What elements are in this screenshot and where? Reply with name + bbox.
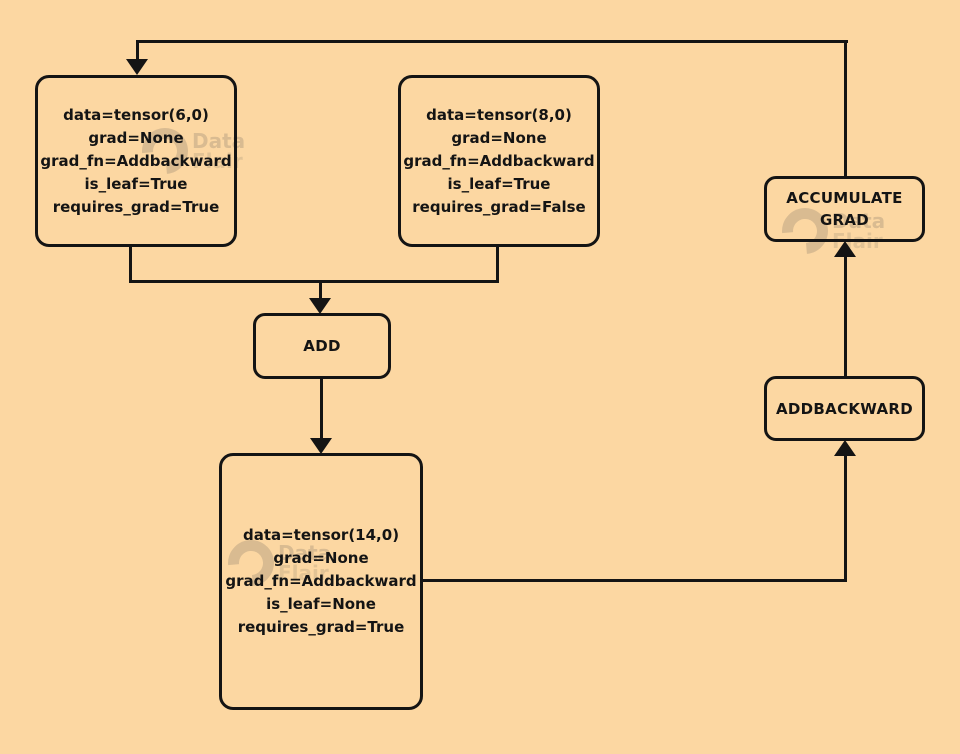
result-requires-grad: requires_grad=True [237, 618, 405, 636]
tensor-a-grad: grad=None [88, 128, 184, 147]
edge-result-to-addbackward-vertical [844, 454, 847, 582]
edge-loop-to-tensor-a-vertical [136, 40, 139, 62]
tensor-b-grad-fn: grad_fn=Addbackward [403, 151, 595, 170]
edge-result-right-horizontal [422, 579, 847, 582]
node-result-tensor: data=tensor(14,0) grad=None grad_fn=Addb… [219, 453, 423, 710]
tensor-b-grad: grad=None [451, 128, 547, 147]
edge-tensor-a-down [129, 245, 132, 283]
node-tensor-b: data=tensor(8,0) grad=None grad_fn=Addba… [398, 75, 600, 247]
arrowhead-into-addbackward [834, 440, 856, 456]
arrowhead-into-tensor-a [126, 59, 148, 75]
tensor-a-data: data=tensor(6,0) [63, 105, 209, 124]
tensor-b-is-leaf: is_leaf=True [447, 174, 551, 193]
accumulate-grad-label-line: ACCUMULATE [786, 189, 903, 207]
accumulate-grad-label-line: GRAD [819, 211, 870, 229]
result-is-leaf: is_leaf=None [266, 595, 376, 613]
tensor-b-requires-grad: requires_grad=False [412, 197, 586, 216]
add-label: ADD [303, 337, 341, 355]
tensor-a-requires-grad: requires_grad=True [52, 197, 220, 216]
node-accumulate-grad: ACCUMULATE GRAD [764, 176, 925, 242]
edge-merge-to-add-vertical [319, 280, 322, 300]
node-tensor-a: data=tensor(6,0) grad=None grad_fn=Addba… [35, 75, 237, 247]
edge-addbackward-to-accgrad-vertical [844, 256, 847, 378]
edge-merge-horizontal [129, 280, 499, 283]
result-data: data=tensor(14,0) [242, 526, 400, 544]
addbackward-label: ADDBACKWARD [776, 399, 913, 418]
result-grad-fn: grad_fn=Addbackward [225, 572, 417, 590]
node-add: ADD [253, 313, 391, 379]
edge-tensor-b-down [496, 245, 499, 283]
edge-add-to-result-vertical [320, 378, 323, 440]
tensor-a-grad-fn: grad_fn=Addbackward [40, 151, 232, 170]
node-addbackward: ADDBACKWARD [764, 376, 925, 441]
result-grad: grad=None [273, 549, 369, 567]
arrowhead-into-accumulate-grad [834, 241, 856, 257]
tensor-a-is-leaf: is_leaf=True [84, 174, 188, 193]
arrowhead-into-result [310, 438, 332, 454]
tensor-b-data: data=tensor(8,0) [426, 105, 572, 124]
edge-accgrad-to-loop-vertical [844, 40, 847, 176]
edge-loop-top-horizontal [136, 40, 848, 43]
arrowhead-into-add [309, 298, 331, 314]
